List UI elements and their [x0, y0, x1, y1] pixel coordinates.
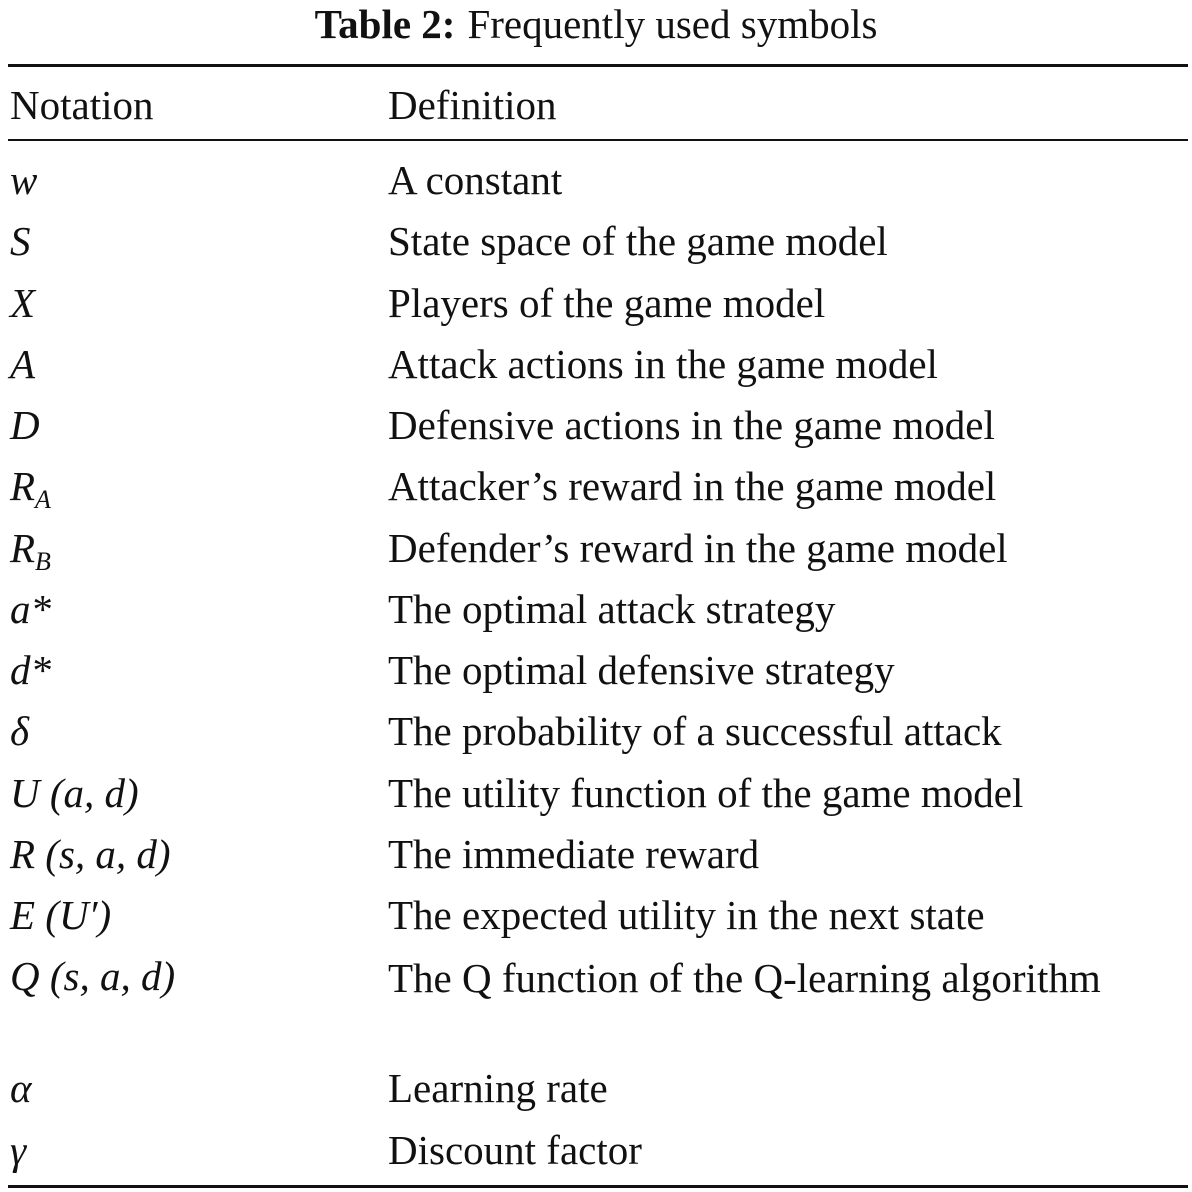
table-header-row: Notation Definition	[0, 76, 1192, 134]
table-row: δ The probability of a successful attack	[0, 701, 1192, 762]
definition-cell: The optimal attack strategy	[388, 585, 836, 632]
definition-cell: The immediate reward	[388, 830, 760, 877]
table-row: X Players of the game model	[0, 273, 1192, 334]
table-row: A Attack actions in the game model	[0, 334, 1192, 395]
table-caption-label: Table 2:	[314, 1, 456, 47]
bottom-rule	[8, 1185, 1188, 1188]
notation-cell: S	[10, 218, 31, 265]
table-row: d* The optimal defensive strategy	[0, 640, 1192, 701]
notation-cell: α	[10, 1065, 32, 1112]
definition-cell: Defensive actions in the game model	[388, 402, 995, 448]
definition-cell: State space of the game model	[388, 218, 888, 265]
notation-cell: a*	[10, 585, 51, 632]
definition-cell: The utility function of the game model	[388, 769, 1024, 816]
notation-cell: A	[10, 340, 36, 387]
definition-cell: Attacker’s reward in the game model	[388, 463, 997, 510]
table-body: w A constant S State space of the game m…	[0, 150, 1192, 1181]
table-row: Q (s, a, d) The Q function of the Q-lear…	[0, 946, 1192, 1058]
table-row: RA Attacker’s reward in the game model	[0, 456, 1192, 517]
table-row: S State space of the game model	[0, 211, 1192, 272]
definition-cell: Attack actions in the game model	[388, 340, 938, 387]
definition-cell: Learning rate	[388, 1065, 608, 1112]
table-row: RB Defender’s reward in the game model	[0, 518, 1192, 579]
notation-cell: RB	[10, 524, 51, 576]
table-row: w A constant	[0, 150, 1192, 211]
notation-cell: E (U′)	[10, 892, 112, 938]
notation-cell: δ	[10, 708, 30, 755]
header-definition: Definition	[388, 82, 557, 128]
definition-cell: The probability of a successful attack	[388, 708, 1002, 755]
notation-cell: U (a, d)	[10, 769, 139, 816]
header-rule	[8, 139, 1188, 141]
notation-cell: γ	[10, 1126, 27, 1173]
table-row: a* The optimal attack strategy	[0, 579, 1192, 640]
header-notation: Notation	[10, 82, 154, 128]
notation-cell: D	[10, 402, 40, 448]
table-caption-text: Frequently used symbols	[467, 1, 878, 47]
definition-cell: Defender’s reward in the game model	[388, 524, 1008, 571]
notation-cell: d*	[10, 647, 51, 693]
definition-cell: The Q function of the Q-learning algorit…	[388, 955, 1101, 1002]
definition-cell: Players of the game model	[388, 279, 826, 326]
table-row: U (a, d) The utility function of the gam…	[0, 763, 1192, 824]
notation-cell: w	[10, 157, 38, 203]
notation-cell: Q (s, a, d)	[10, 953, 176, 1000]
top-rule	[8, 64, 1188, 67]
table-row: D Defensive actions in the game model	[0, 395, 1192, 456]
notation-cell: R (s, a, d)	[10, 830, 171, 877]
definition-cell: The optimal defensive strategy	[388, 647, 895, 693]
definition-cell: A constant	[388, 157, 563, 203]
definition-cell: The expected utility in the next state	[388, 892, 985, 938]
notation-cell: X	[10, 279, 36, 326]
definition-cell: Discount factor	[388, 1126, 642, 1173]
notation-cell: RA	[10, 463, 51, 515]
table-row: α Learning rate	[0, 1058, 1192, 1119]
table-caption: Table 2:Frequently used symbols	[0, 0, 1192, 52]
table-row: γ Discount factor	[0, 1120, 1192, 1181]
table-row: E (U′) The expected utility in the next …	[0, 885, 1192, 946]
table-row: R (s, a, d) The immediate reward	[0, 824, 1192, 885]
